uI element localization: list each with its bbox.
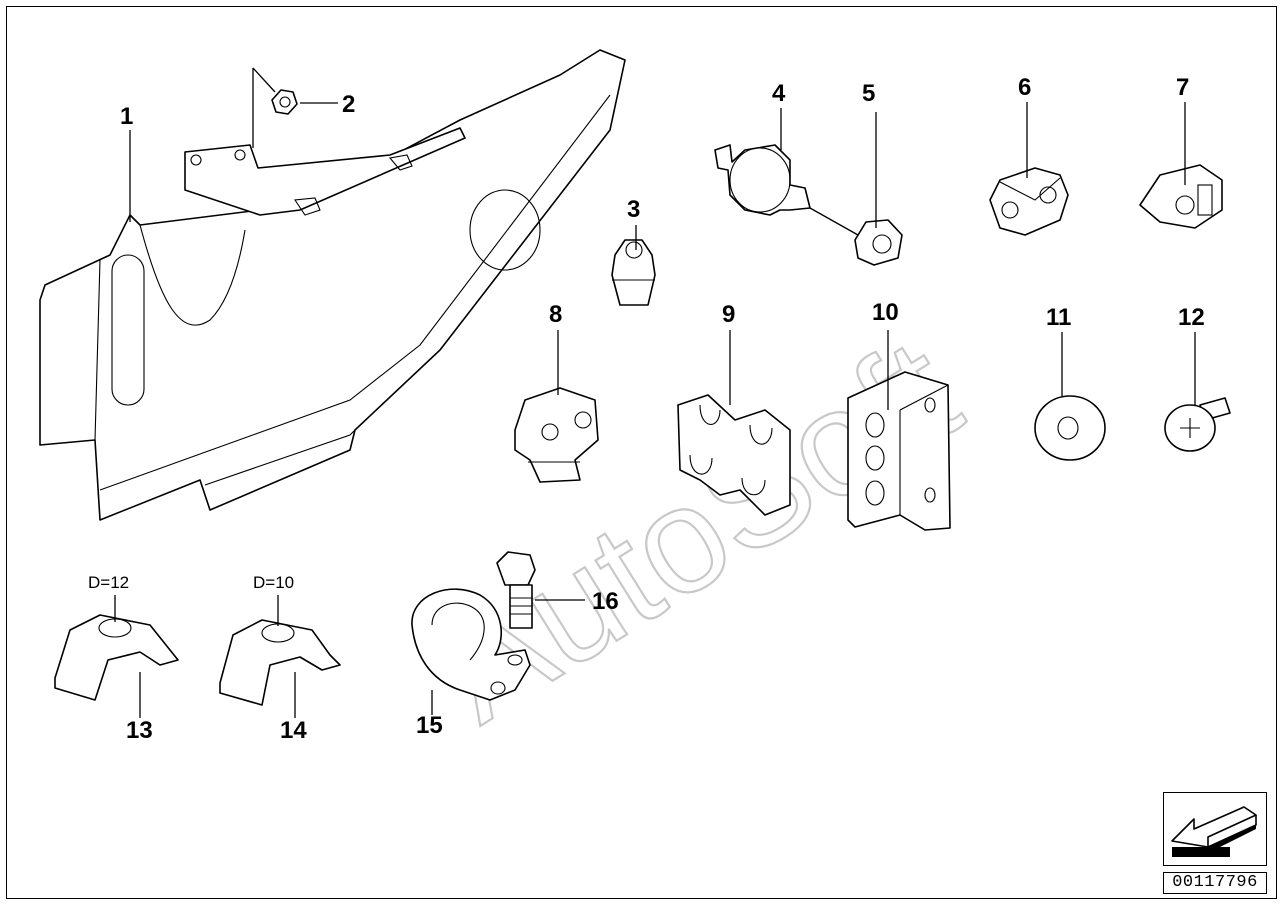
callout-4: 4	[772, 80, 786, 107]
callout-7: 7	[1176, 74, 1189, 101]
part-2-hex-nut[interactable]	[271, 89, 298, 115]
part-14-bracket-clip[interactable]	[219, 619, 341, 706]
part-10-bracket[interactable]	[847, 371, 951, 531]
callout-9: 9	[722, 301, 735, 328]
part-9-pipe-holder[interactable]	[677, 394, 791, 516]
callout-10: 10	[872, 299, 899, 326]
part-8-clip-holder[interactable]	[514, 387, 599, 483]
part-5-flange-nut[interactable]	[854, 219, 903, 266]
document-number: 00117796	[1163, 872, 1267, 894]
callout-15: 15	[416, 712, 443, 739]
part-3-grommet[interactable]	[611, 239, 656, 306]
part-12-screw[interactable]	[1164, 397, 1231, 452]
callout-14: 14	[280, 717, 307, 744]
part-13-bracket-clip[interactable]	[54, 614, 179, 701]
callout-8: 8	[549, 301, 562, 328]
callout-12: 12	[1178, 304, 1205, 331]
part-15-pipe-clamp[interactable]	[411, 588, 531, 701]
leader-lines	[114, 67, 1196, 718]
part-6-clip[interactable]	[989, 167, 1069, 236]
callout-16: 16	[592, 588, 619, 615]
dimension-d12: D=12	[88, 573, 129, 592]
callout-6: 6	[1018, 74, 1031, 101]
part-11-grommet[interactable]	[1034, 395, 1106, 461]
navigation-box[interactable]	[1163, 792, 1267, 866]
diagram-frame	[6, 6, 1277, 899]
callout-13: 13	[126, 717, 153, 744]
part-7-clip[interactable]	[1139, 164, 1223, 229]
arrow-back-icon	[1171, 806, 1257, 857]
callout-11: 11	[1046, 304, 1071, 331]
dimension-d10: D=10	[253, 573, 294, 592]
callout-1: 1	[120, 103, 133, 130]
callout-5: 5	[862, 80, 875, 107]
part-16-bolt[interactable]	[496, 551, 536, 629]
part-1-heat-shield[interactable]	[39, 49, 626, 521]
callout-2: 2	[342, 91, 355, 118]
part-4-rubber-mount[interactable]	[714, 144, 811, 216]
callout-3: 3	[627, 196, 640, 223]
